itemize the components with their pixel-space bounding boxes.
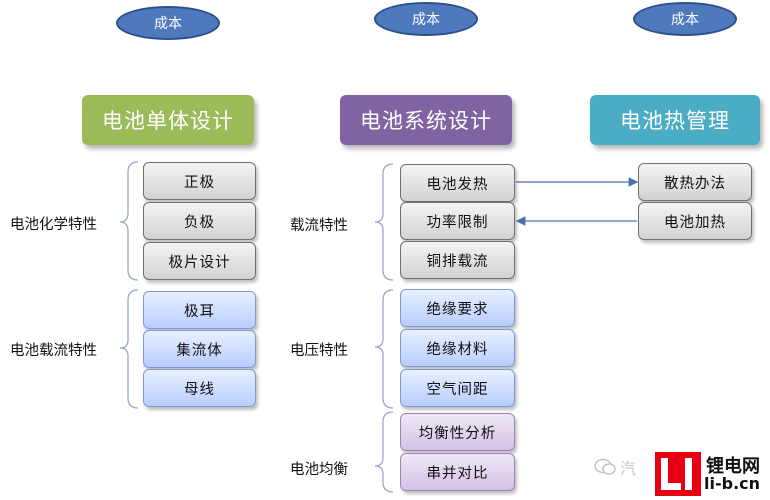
- cost-ellipse-3: 成本: [633, 2, 737, 36]
- cell-design-header: 电池单体设计: [82, 95, 254, 145]
- box-anode: 负极: [143, 202, 256, 240]
- box-electrode-design: 极片设计: [143, 242, 256, 280]
- box-air-gap: 空气间距: [400, 369, 515, 407]
- brace-left-1: [119, 161, 139, 281]
- label-balancing: 电池均衡: [290, 462, 348, 478]
- box-power-limit: 功率限制: [400, 202, 515, 240]
- box-copper-bar: 铜排载流: [400, 241, 515, 279]
- cost-ellipse-2: 成本: [374, 2, 478, 36]
- logo-brand-name: 锂电网: [706, 456, 760, 477]
- system-design-header: 电池系统设计: [340, 95, 512, 145]
- box-battery-heating-gen: 电池发热: [400, 164, 515, 202]
- brace-mid-2: [374, 289, 394, 409]
- wechat-icon: [594, 458, 616, 475]
- box-insulation-material: 绝缘材料: [400, 329, 515, 367]
- watermark-text: 汽: [620, 459, 637, 478]
- cost-ellipse-1: 成本: [116, 6, 220, 40]
- box-battery-heating: 电池加热: [638, 202, 752, 240]
- brace-left-2: [119, 289, 139, 409]
- li-logo-mark: [661, 458, 692, 490]
- logo-url: li-b.cn: [704, 474, 761, 493]
- label-voltage: 电压特性: [290, 343, 348, 359]
- box-insulation-req: 绝缘要求: [400, 289, 515, 327]
- box-cathode: 正极: [143, 162, 256, 200]
- box-busbar: 母线: [143, 369, 256, 407]
- wechat-watermark: 汽: [594, 452, 654, 482]
- li-logo: [655, 452, 701, 496]
- brace-mid-1: [374, 163, 394, 281]
- label-cell-current: 电池载流特性: [10, 343, 97, 359]
- box-series-parallel: 串并对比: [400, 453, 515, 491]
- box-cooling-method: 散热办法: [638, 163, 752, 201]
- box-tab: 极耳: [143, 291, 256, 329]
- box-current-collector: 集流体: [143, 330, 256, 368]
- thermal-management-header: 电池热管理: [590, 95, 760, 145]
- box-balance-analysis: 均衡性分析: [400, 413, 515, 451]
- label-cell-chemistry: 电池化学特性: [10, 217, 97, 233]
- brace-mid-3: [374, 411, 394, 493]
- label-current-carrying: 载流特性: [290, 218, 348, 234]
